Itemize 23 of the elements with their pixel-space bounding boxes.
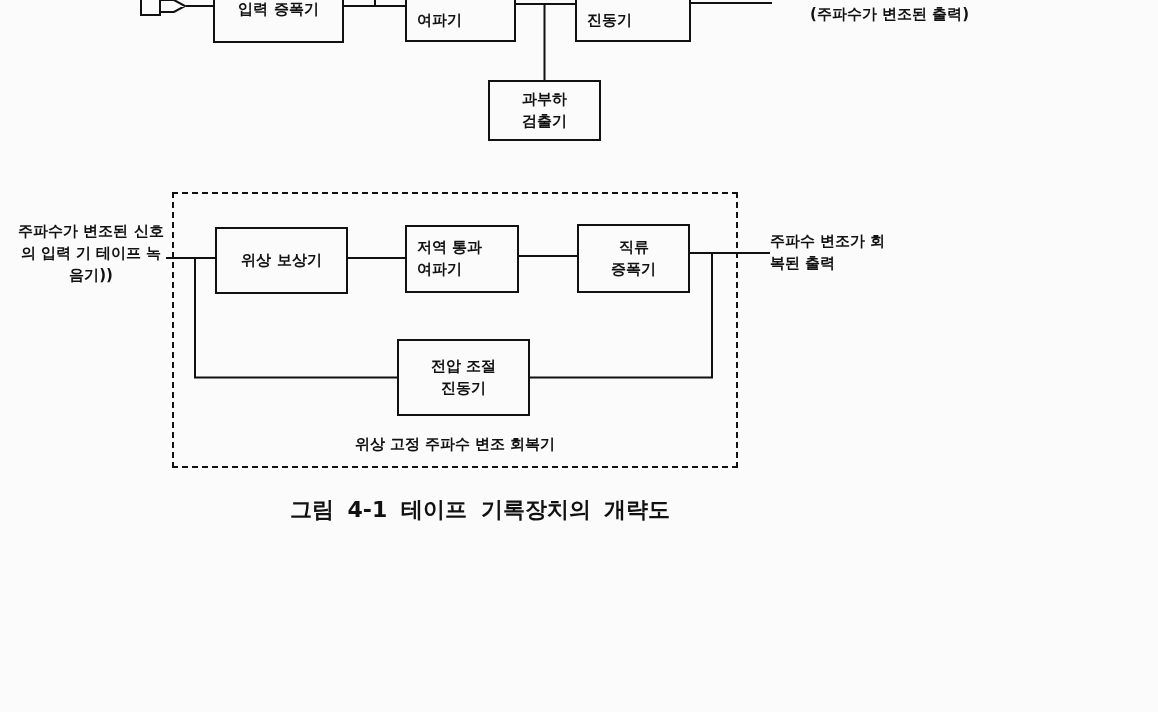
block-box: 입력 증폭기	[213, 0, 344, 43]
connector-line	[529, 252, 713, 379]
connector-line	[690, 2, 773, 4]
block-box: 과부하 검출기	[488, 80, 601, 141]
block-box: 직류 증폭기	[577, 224, 690, 293]
block-box: 위상 보상기	[215, 227, 348, 294]
signal-label: 주파수 변조가 회복된 출력	[770, 228, 900, 278]
block-box: 저역 통과 여파기	[405, 225, 519, 293]
connector-line	[347, 257, 406, 259]
dashed-frame	[172, 192, 738, 468]
connector-line	[515, 3, 546, 81]
input-terminal-symbol	[140, 0, 186, 16]
connector-line	[165, 257, 398, 379]
block-box: 전압 조절 진동기	[397, 339, 530, 416]
figure-caption: 그림 4-1 테이프 기록장치의 개략도	[288, 496, 672, 524]
frame-title: 위상 고정 주파수 변조 회복기	[353, 434, 557, 456]
connector-line	[185, 5, 214, 7]
connector-line	[518, 255, 578, 257]
connector-line	[343, 5, 406, 7]
signal-label: 주파수가 변조된 신호의 입력 기 테이프 녹음기))	[16, 212, 166, 296]
signal-label: (주파수가 변조된 출력)	[772, 0, 1007, 34]
block-box: 여파기	[405, 0, 516, 42]
block-box: 진동기	[575, 0, 691, 42]
